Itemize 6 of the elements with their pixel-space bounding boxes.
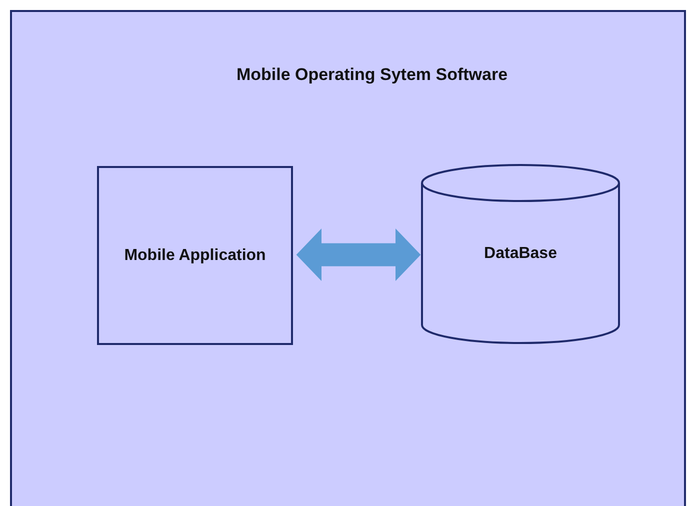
node-label: Mobile Application xyxy=(124,246,266,264)
node-label: DataBase xyxy=(484,245,557,263)
system-frame xyxy=(10,10,686,506)
process-box xyxy=(97,166,293,345)
frame-title: Mobile Operating Sytem Software xyxy=(235,65,509,85)
double-arrow xyxy=(296,228,421,281)
